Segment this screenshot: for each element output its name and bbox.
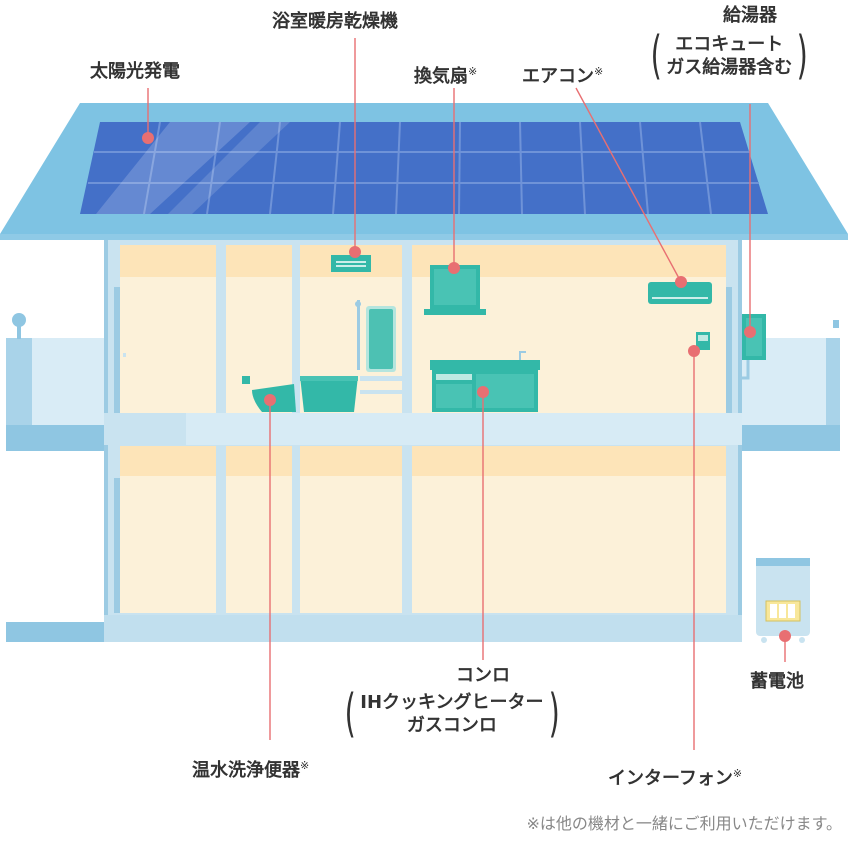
marker-bath-dryer [349,246,361,258]
upper-floor [114,245,732,425]
kitchen-counter [430,351,540,412]
leader-lines [147,38,786,750]
note-mark: ※ [300,759,310,772]
left-outdoor-area [6,313,104,642]
bathtub [300,376,358,412]
markers [142,132,791,642]
label-bath-dryer: 浴室暖房乾燥機 [272,11,398,32]
label-stove-title: コンロ [456,665,510,686]
water-heater-unit [742,314,766,380]
note-mark: ※ [732,767,743,780]
shower-and-mirror [355,300,402,394]
aircon-unit [648,282,712,304]
marker-battery [779,630,791,642]
label-intercom: インターフォン※ [608,767,743,789]
label-solar: 太陽光発電 [90,61,180,82]
storage-battery [756,558,810,643]
footnote: ※は他の機材と一緒にご利用いただけます。 [526,814,843,833]
marker-water-heater [744,326,756,338]
label-toilet: 温水洗浄便器※ [192,759,310,781]
label-battery: 蓄電池 [750,671,804,692]
marker-solar [142,132,154,144]
label-aircon: エアコン※ [522,65,604,87]
label-water-heater-options: ( エコキュート ガス給湯器含む ) [650,26,809,86]
note-mark: ※ [468,65,478,78]
label-water-heater-title: 給湯器 [723,5,777,26]
note-mark: ※ [594,65,604,78]
marker-stove [477,386,489,398]
lower-floor [114,446,726,613]
marker-toilet [264,394,276,406]
marker-aircon [675,276,687,288]
marker-fan [448,262,460,274]
bath-dryer-unit [331,255,371,272]
marker-intercom [688,345,700,357]
label-stove-options: ( IHクッキングヒーター ガスコンロ ) [344,684,560,744]
label-fan: 換気扇※ [414,65,478,87]
solar-panel-array [80,121,768,215]
